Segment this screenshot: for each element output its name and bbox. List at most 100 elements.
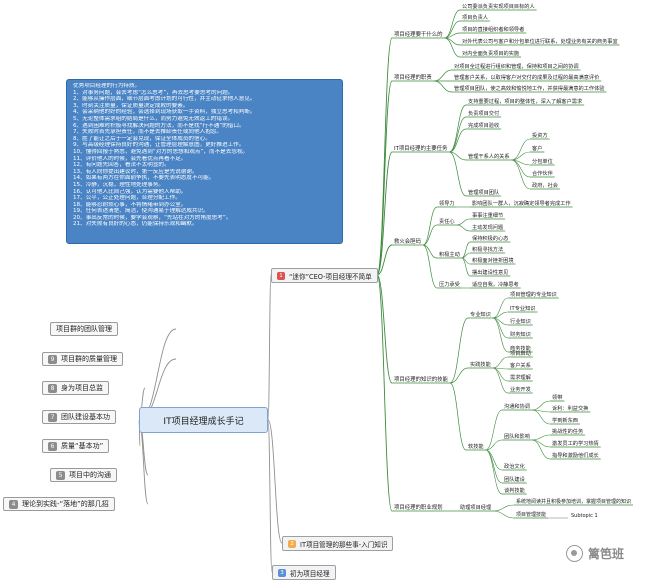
leaf-label: 管理客户关系，以取得客户对交付的成果及过程的最高满意评价	[454, 73, 600, 81]
note-line: 7、失败时首先承担责任，而不是去推卸责任或向他人抱怨。	[73, 129, 222, 136]
main-branch-label: 初为项目经理	[290, 569, 330, 578]
note-line: 2、能够从操作层面，细节层面考虑计划的可行性，并主动征求他人意见。	[73, 96, 256, 103]
left-node-director[interactable]: 8 身为项目总监	[42, 381, 109, 395]
leaf-label: 负责项目交付	[468, 109, 499, 117]
left-node-label: 质量“基本功”	[61, 442, 104, 450]
left-node-team-basics[interactable]: 7 团队建设基本功	[42, 410, 116, 424]
group-label: 专业知识	[470, 310, 491, 318]
note-line: 19、任何表述清楚、简洁，使沟通易于理解达成共识。	[73, 208, 209, 215]
leaf-connector	[493, 510, 515, 519]
subtopic-label: Subtopic 1	[571, 513, 598, 519]
note-line: 3、时刻关注质量，保证质量决定成败的要素。	[73, 102, 189, 109]
note-line: 17、公平，公正处理问题，合理分配工作。	[73, 195, 181, 202]
leaf-label: 学到新东西	[552, 416, 578, 424]
leaf-label: 财务知识	[510, 330, 531, 338]
note-line: 20、事出反常的时候，要学会观察，“先站在对方的角度思考”。	[73, 214, 232, 221]
leaf-connector	[531, 439, 551, 460]
leaf-label: 项目负责人	[462, 13, 488, 21]
branch-label: 救火会胆码	[394, 237, 422, 245]
note-line: 14、如果有两方在你面前争执，不要先表明态度不可能。	[73, 175, 215, 182]
group-connector	[422, 206, 438, 246]
leaf-connector	[531, 409, 551, 413]
group-label: 积极主动	[439, 250, 460, 258]
leaf-label: 政治文化	[504, 462, 525, 470]
leaf-connector	[492, 297, 509, 319]
leaf-label: 谈判技能	[504, 486, 525, 494]
main-branch-label: “迷你”CEO-项目经理不简单	[289, 272, 372, 281]
leaf-connector	[492, 367, 509, 382]
leaf-label: 完成项目验收	[468, 121, 499, 129]
leaf-label: 主动发现问题	[472, 223, 503, 231]
branch-connector	[376, 151, 393, 276]
leaf-connector	[531, 434, 551, 441]
number-badge-icon: 7	[48, 412, 57, 422]
leaf-label: 系统地阅读并且积极参加培训，掌握项目管理的知识	[516, 498, 631, 505]
branch-label: IT项目经理的主要任务	[394, 144, 448, 152]
main-branch-mini-ceo[interactable]: 1 “迷你”CEO-项目经理不简单	[271, 268, 378, 283]
leaf-label: 管理干系人的关系	[468, 152, 510, 160]
leaf-connector	[449, 128, 467, 153]
leaf-connector	[531, 409, 551, 425]
leaf-connector	[444, 9, 461, 39]
group-connector	[422, 244, 438, 289]
watermark: 篱笆班	[566, 545, 624, 562]
number-badge-icon: 1	[277, 271, 285, 280]
branch-label: 项目经理的职业规划	[394, 503, 443, 511]
note-line: 10、懂得回报于熟悉，避免遇到“对方的思想和观点”，而不是去忽视。	[73, 148, 249, 155]
leaf-label: 积极寻找方法	[472, 245, 503, 253]
number-badge-icon: 2	[288, 539, 296, 548]
leaf-label: 业务开发	[510, 385, 531, 393]
left-node-label: 身为项目总监	[61, 384, 103, 392]
left-node-team[interactable]: 项目群的团队管理	[50, 322, 118, 336]
leaf-connector	[492, 317, 509, 353]
leaf-label: 管理项目团队	[468, 188, 500, 196]
leaf-label: 分包单位	[532, 157, 553, 165]
number-badge-icon: 4	[9, 499, 18, 509]
note-line: 12、有问题先回答，看法不太明显的。	[73, 162, 170, 169]
leaf-label: 指导和激励他们成长	[552, 451, 600, 459]
root-right-connector	[267, 274, 272, 421]
number-badge-icon: 8	[48, 383, 57, 393]
branch-connector	[376, 274, 393, 384]
number-badge-icon: 6	[48, 441, 57, 451]
note-line: 6、遇到困难时积极寻找解决问题的方法，而不是找“行不通”的借口。	[73, 122, 245, 129]
note-line: 11、评价他人的时候，会先看优点再看不足。	[73, 155, 187, 162]
number-badge-icon: 5	[56, 470, 65, 480]
root-right-connector	[267, 419, 273, 573]
leaf-label: 商务技能	[510, 344, 531, 352]
group-label: 领导力	[439, 199, 455, 207]
leaf-label: 团队建设	[504, 475, 525, 483]
number-badge-icon: 9	[48, 354, 57, 364]
left-node-label: 团队建设基本功	[61, 413, 110, 421]
leaf-label: 公司委派负责实现项目目标的人	[462, 2, 535, 10]
leaf-connector	[492, 356, 509, 369]
left-node-quality-basics[interactable]: 6 质量“基本功”	[42, 439, 110, 453]
group-connector	[449, 317, 469, 384]
leaf-connector	[485, 449, 503, 484]
leaf-label: 需求理解	[510, 373, 531, 381]
leaf-connector	[456, 218, 471, 226]
root-node[interactable]: IT项目经理成长手记	[139, 407, 268, 433]
branch-connector	[376, 244, 393, 276]
leaf-label: 客户	[532, 144, 542, 152]
number-badge-icon: 3	[278, 568, 286, 577]
note-line: 18、能够忍耐烦心事，不将情绪带到办公室。	[73, 201, 187, 208]
main-branch-new-pm[interactable]: 3 初为项目经理	[272, 565, 336, 580]
leaf-label: 合作伙伴	[532, 169, 553, 177]
note-line: 1、对事务问题，会去考虑“怎么思考”，再去思考要思考的问题。	[73, 89, 234, 96]
group-label: 实践技能	[470, 360, 491, 368]
note-heading: 优秀项目经理的行为特质。	[73, 83, 141, 89]
group-label: 软技能	[468, 442, 484, 450]
leaf-label: 沟通和协调	[504, 402, 530, 410]
leaf-connector	[485, 449, 503, 495]
leaf-connector	[511, 151, 531, 161]
leaf-label: IT专业知识	[510, 304, 535, 312]
note-line: 16、认可他人比自己强，认为需要他人帮助。	[73, 188, 187, 195]
leaf-connector	[531, 400, 551, 411]
leaf-connector	[444, 37, 461, 58]
leaf-connector	[531, 439, 551, 448]
